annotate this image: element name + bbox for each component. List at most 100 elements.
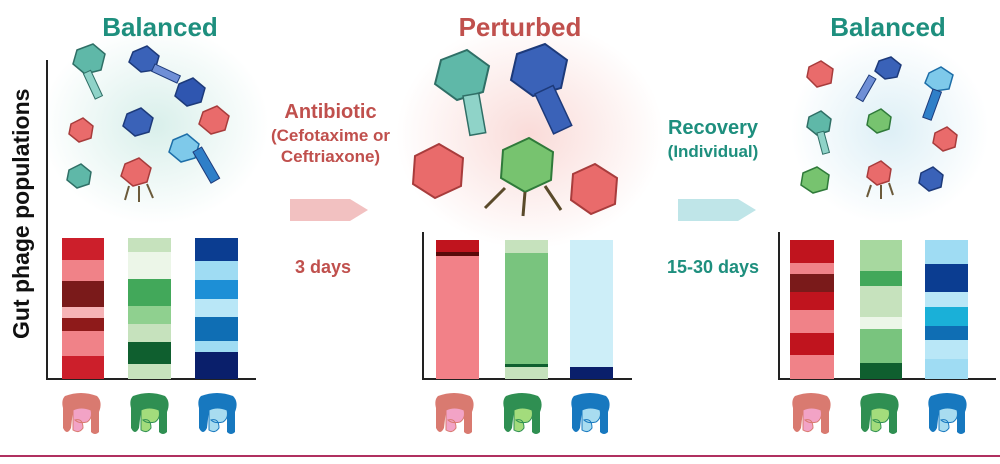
- bar-segment: [195, 280, 238, 300]
- panel-title-balanced-right: Balanced: [830, 12, 946, 42]
- bar-segment: [195, 298, 238, 319]
- intestine-icon: [860, 393, 899, 434]
- bar-segment: [128, 251, 171, 280]
- gut-icons-middle: [428, 388, 623, 443]
- antibiotic-label: Antibiotic (Cefotaxime or Ceftriaxone): [248, 100, 413, 168]
- bar-balanced-right-green: [860, 240, 902, 379]
- bar-segment: [62, 238, 104, 261]
- panel-title-perturbed: Perturbed: [458, 12, 582, 42]
- phage-red-capsid-icon: [806, 60, 834, 88]
- bar-segment: [62, 330, 104, 358]
- phage-red-large-left-icon: [411, 142, 465, 200]
- bar-segment: [505, 363, 548, 368]
- bar-segment: [860, 270, 902, 287]
- antibiotic-duration: 3 days: [294, 257, 352, 277]
- phage-red-capsid-icon: [198, 105, 230, 135]
- x-axis-right: [778, 378, 996, 380]
- bar-segment: [925, 325, 968, 341]
- bar-segment: [195, 261, 238, 281]
- intestine-icon: [503, 393, 542, 434]
- bar-segment: [62, 317, 104, 332]
- bar-segment: [436, 256, 479, 379]
- y-axis-left: [46, 60, 48, 380]
- bar-segment: [925, 339, 968, 360]
- phage-red-legged-icon: [866, 160, 894, 199]
- intestine-icon: [435, 393, 474, 434]
- bar-segment: [860, 362, 902, 379]
- bar-segment: [925, 240, 968, 265]
- phage-navy-capsid-icon: [122, 107, 154, 137]
- intestine-icon: [571, 393, 610, 434]
- bar-segment: [505, 253, 548, 365]
- bottom-divider: [0, 455, 1000, 457]
- bar-segment: [436, 252, 479, 257]
- bar-balanced-left-green: [128, 238, 171, 379]
- intestine-icon: [198, 393, 237, 434]
- bar-segment: [505, 366, 548, 379]
- antibiotic-arrow-icon: [290, 199, 368, 221]
- phage-cluster-balanced-left: [66, 43, 230, 202]
- recovery-label-line-1: Recovery: [667, 117, 759, 139]
- phage-green-capsid-icon: [800, 166, 830, 194]
- bar-segment: [128, 238, 171, 253]
- bar-segment: [62, 281, 104, 308]
- bar-segment: [128, 341, 171, 366]
- bar-segment: [128, 364, 171, 379]
- bar-segment: [505, 240, 548, 254]
- intestine-icon: [130, 393, 169, 434]
- x-axis-middle: [422, 378, 632, 380]
- bar-segment: [925, 263, 968, 294]
- bar-segment: [195, 340, 238, 354]
- x-axis-left: [46, 378, 256, 380]
- intestine-icon: [928, 393, 967, 434]
- antibiotic-label-line-3: Ceftriaxone): [280, 147, 381, 167]
- bar-segment: [860, 286, 902, 318]
- bar-segment: [436, 240, 479, 253]
- bar-segment: [925, 358, 968, 379]
- bar-balanced-right-blue: [925, 240, 968, 379]
- gut-icons-right: [785, 388, 980, 443]
- bar-balanced-left-red: [62, 238, 104, 379]
- bar-perturbed-blue: [570, 240, 613, 379]
- recovery-arrow-icon: [678, 199, 756, 221]
- bar-perturbed-green: [505, 240, 548, 379]
- phage-red-small-icon: [68, 117, 94, 143]
- y-axis-middle: [422, 232, 424, 380]
- gut-icons-left: [55, 388, 250, 443]
- bar-perturbed-red: [436, 240, 479, 379]
- bar-segment: [195, 317, 238, 342]
- phage-red-legged-icon: [120, 157, 154, 202]
- panel-title-balanced-left: Balanced: [102, 12, 218, 42]
- phage-teal-tailed-icon: [806, 110, 832, 155]
- bar-segment: [195, 238, 238, 263]
- antibiotic-label-line-1: Antibiotic: [284, 101, 377, 123]
- recovery-duration: 15-30 days: [666, 257, 760, 277]
- bar-segment: [62, 356, 104, 379]
- phage-cluster-perturbed: [411, 42, 619, 217]
- phage-blue-tailed-icon: [855, 56, 902, 103]
- phage-green-small-icon: [866, 108, 892, 134]
- phage-red-small-icon: [932, 126, 958, 152]
- bar-segment: [790, 292, 834, 311]
- bar-segment: [790, 310, 834, 334]
- bar-segment: [62, 259, 104, 282]
- phage-lightblue-tailed-icon: [168, 133, 221, 184]
- phage-red-large-right-icon: [569, 162, 619, 216]
- phage-green-large-icon: [483, 136, 563, 217]
- bar-segment: [570, 240, 613, 369]
- bar-balanced-left-blue: [195, 238, 238, 379]
- bar-segment: [860, 328, 902, 364]
- bar-segment: [195, 352, 238, 379]
- bar-segment: [128, 323, 171, 343]
- bar-segment: [790, 332, 834, 357]
- bar-balanced-right-red: [790, 240, 834, 379]
- recovery-label: Recovery (Individual): [638, 116, 788, 162]
- bar-segment: [62, 306, 104, 319]
- phage-blue-large-icon: [509, 42, 573, 135]
- phage-teal-large-icon: [433, 48, 491, 137]
- bar-segment: [128, 305, 171, 325]
- y-axis-right: [778, 232, 780, 380]
- bar-segment: [790, 240, 834, 264]
- bar-segment: [570, 367, 613, 379]
- y-axis-label: Gut phage populations: [8, 88, 34, 339]
